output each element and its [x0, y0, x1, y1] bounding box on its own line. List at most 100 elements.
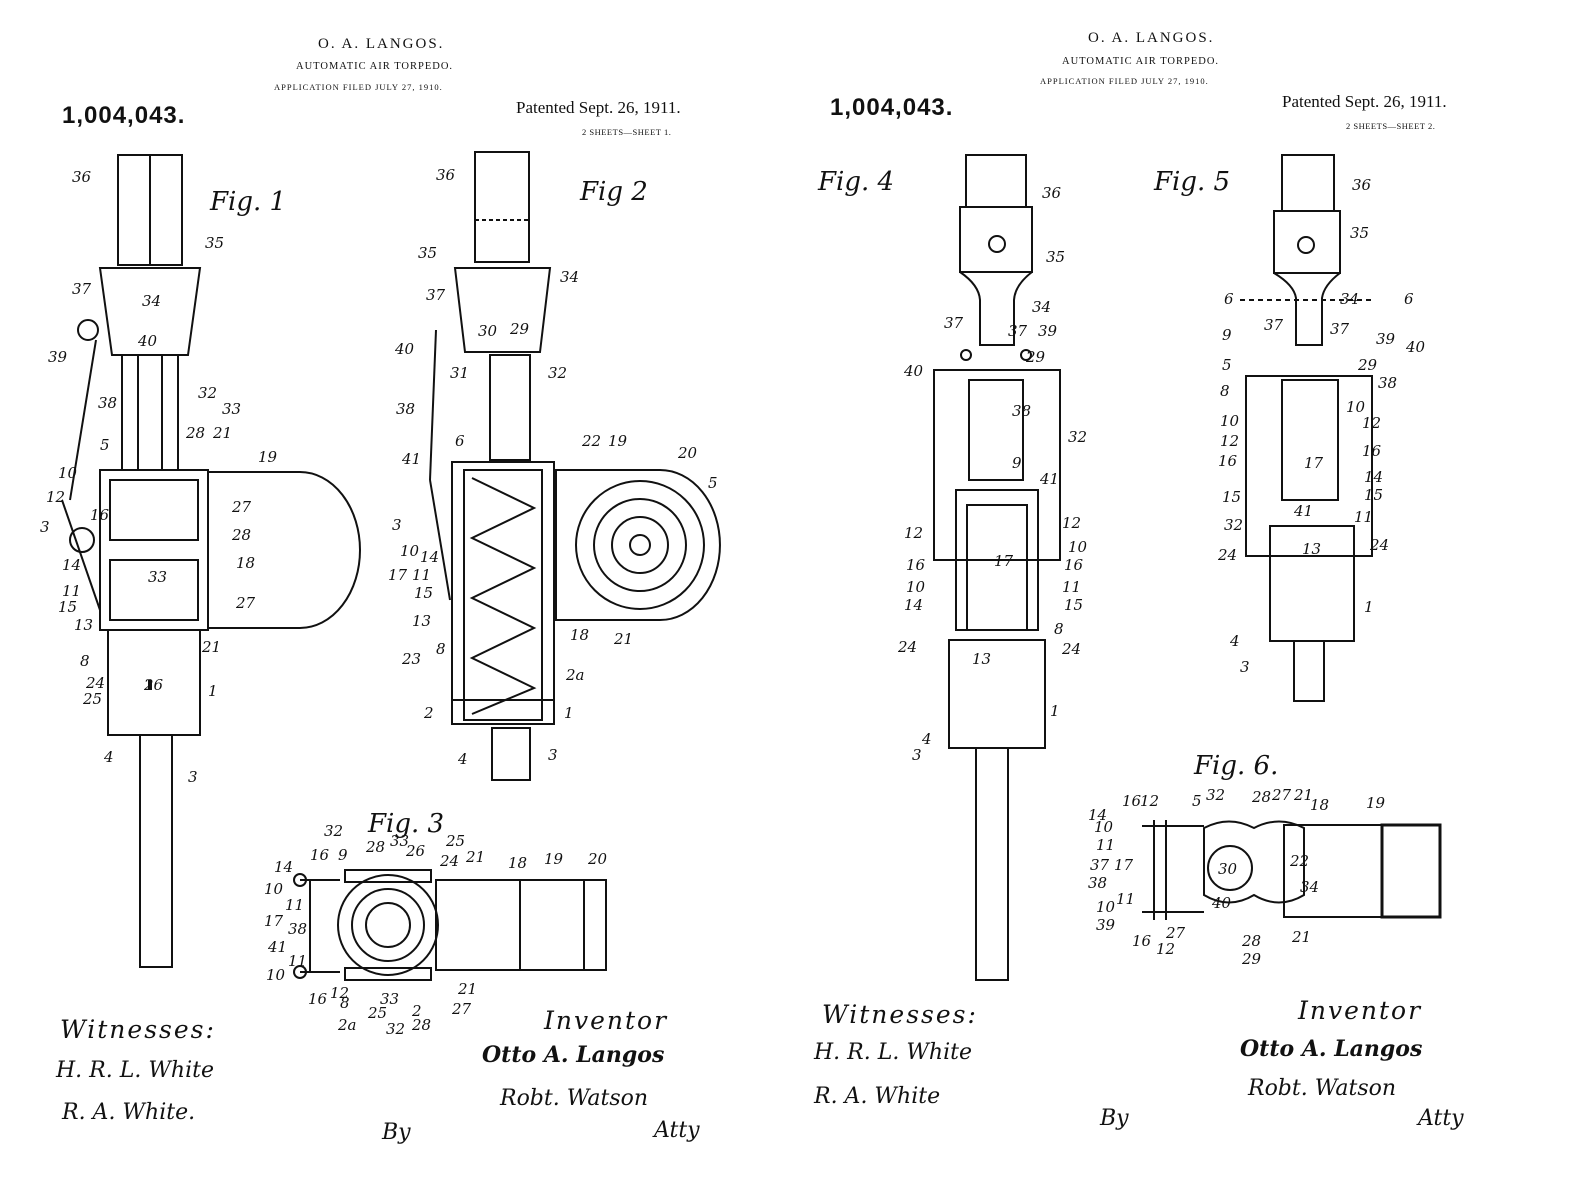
reference-numeral: 28: [365, 838, 385, 856]
reference-numeral: 29: [509, 320, 530, 338]
reference-numeral: 24: [1217, 546, 1237, 564]
reference-numeral: 34: [142, 292, 161, 310]
reference-numeral: 27: [451, 1000, 472, 1018]
reference-numeral: 10: [264, 880, 284, 898]
reference-numeral: 28: [1251, 788, 1271, 806]
reference-numeral: 25: [82, 690, 102, 708]
reference-numeral: 37: [72, 280, 92, 298]
reference-numeral: 3: [40, 518, 50, 536]
reference-numeral: 17: [1304, 454, 1324, 472]
reference-numeral: 4: [103, 748, 114, 766]
reference-numeral: 41: [1039, 470, 1059, 488]
reference-numeral: 12: [1062, 514, 1081, 532]
fig-6-drawing: [1142, 820, 1442, 920]
reference-numeral: 10: [1220, 412, 1240, 430]
reference-numeral: 11: [288, 952, 307, 970]
reference-numeral: 24: [897, 638, 917, 656]
fig-5-drawing: [1240, 154, 1374, 702]
reference-numeral: 32: [386, 1020, 405, 1038]
inventor-signature: Otto A. Langos: [1240, 1036, 1423, 1062]
filing-date: APPLICATION FILED JULY 27, 1910.: [274, 82, 443, 92]
reference-numeral: 21: [613, 630, 633, 648]
reference-numeral: 29: [1025, 348, 1046, 366]
fig-6-label: Fig. 6.: [1193, 751, 1278, 781]
reference-numeral: 38: [98, 394, 117, 412]
reference-numeral: 15: [1222, 488, 1241, 506]
reference-numeral: 38: [1378, 374, 1397, 392]
reference-numeral: 2: [411, 1002, 422, 1020]
reference-numeral: 8: [1054, 620, 1064, 638]
reference-numeral: 4: [457, 750, 468, 768]
reference-numeral: 5: [708, 474, 718, 492]
reference-numeral: 17: [994, 552, 1014, 570]
attorney-abbreviation: Atty: [654, 1118, 700, 1143]
reference-numeral: 35: [1350, 224, 1369, 242]
reference-numeral: 37: [1330, 320, 1350, 338]
fig-4-label: Fig. 4: [817, 167, 894, 197]
attorney-abbreviation: Atty: [1418, 1106, 1464, 1131]
inventor-label: Inventor: [544, 1006, 669, 1035]
reference-numeral: 10: [906, 578, 926, 596]
patent-number: 1,004,043.: [62, 102, 186, 129]
reference-numeral: 32: [548, 364, 567, 382]
inventor-label: Inventor: [1298, 996, 1423, 1025]
reference-numeral: 10: [266, 966, 286, 984]
reference-numeral: 29: [1241, 950, 1262, 968]
reference-numeral: 21: [465, 848, 485, 866]
fig-3-label: Fig. 3: [367, 809, 444, 839]
reference-numeral: 11: [1116, 890, 1135, 908]
reference-numeral: 34: [1032, 298, 1051, 316]
reference-numeral: 26: [405, 842, 426, 860]
reference-numeral: 8: [80, 652, 90, 670]
reference-numeral: 40: [394, 340, 415, 358]
reference-numeral: 11: [1062, 578, 1081, 596]
reference-numeral: 17: [388, 566, 408, 584]
reference-numeral: 4: [921, 730, 932, 748]
reference-numeral: 11: [1096, 836, 1115, 854]
reference-numeral: 39: [1038, 322, 1058, 340]
reference-numeral: 34: [1300, 878, 1319, 896]
reference-numeral: 33: [380, 990, 399, 1008]
reference-numeral: 17: [264, 912, 284, 930]
reference-numeral: 12: [1362, 414, 1381, 432]
reference-numeral: 27: [1271, 786, 1292, 804]
reference-numeral: 14: [1088, 806, 1107, 824]
reference-numeral: 11: [412, 566, 431, 584]
reference-numeral: 3: [392, 516, 402, 534]
reference-numeral: 19: [1366, 794, 1386, 812]
reference-numeral: 5: [1192, 792, 1202, 810]
reference-numeral: 8: [340, 994, 350, 1012]
reference-numeral: 16: [90, 506, 110, 524]
reference-numeral: 12: [904, 524, 923, 542]
inventor-name: O. A. LANGOS.: [1088, 30, 1215, 46]
reference-numeral: 33: [222, 400, 241, 418]
reference-numeral: 16: [906, 556, 926, 574]
sheet-1: O. A. LANGOS. AUTOMATIC AIR TORPEDO. APP…: [0, 0, 793, 1181]
reference-numeral: 1: [208, 682, 218, 700]
reference-numeral: 28: [1241, 932, 1261, 950]
reference-numeral: 22: [581, 432, 601, 450]
reference-numeral: 14: [1364, 468, 1383, 486]
reference-numeral: 14: [420, 548, 439, 566]
by-label: By: [1100, 1106, 1129, 1131]
reference-numeral: 24: [439, 852, 459, 870]
reference-numeral: 22: [1289, 852, 1309, 870]
reference-numeral: 37: [1090, 856, 1110, 874]
reference-numeral: 18: [1310, 796, 1329, 814]
reference-numeral: 39: [1096, 916, 1116, 934]
reference-numeral: 33: [148, 568, 167, 586]
reference-numeral: 36: [72, 168, 92, 186]
reference-numeral: 19: [258, 448, 278, 466]
reference-numeral: 21: [201, 638, 221, 656]
reference-numeral: 16: [1064, 556, 1084, 574]
reference-numeral: 41: [1293, 502, 1313, 520]
reference-numeral: 12: [1220, 432, 1239, 450]
reference-numeral: 24: [85, 674, 105, 692]
witnesses-label: Witnesses:: [822, 1000, 978, 1029]
reference-numeral: 36: [1352, 176, 1372, 194]
witness-1-signature: H. R. L. White: [56, 1058, 214, 1083]
reference-numeral: 39: [48, 348, 68, 366]
reference-numeral: 3: [912, 746, 922, 764]
fig-1-drawing: [61, 154, 361, 968]
reference-numeral: 6: [455, 432, 465, 450]
